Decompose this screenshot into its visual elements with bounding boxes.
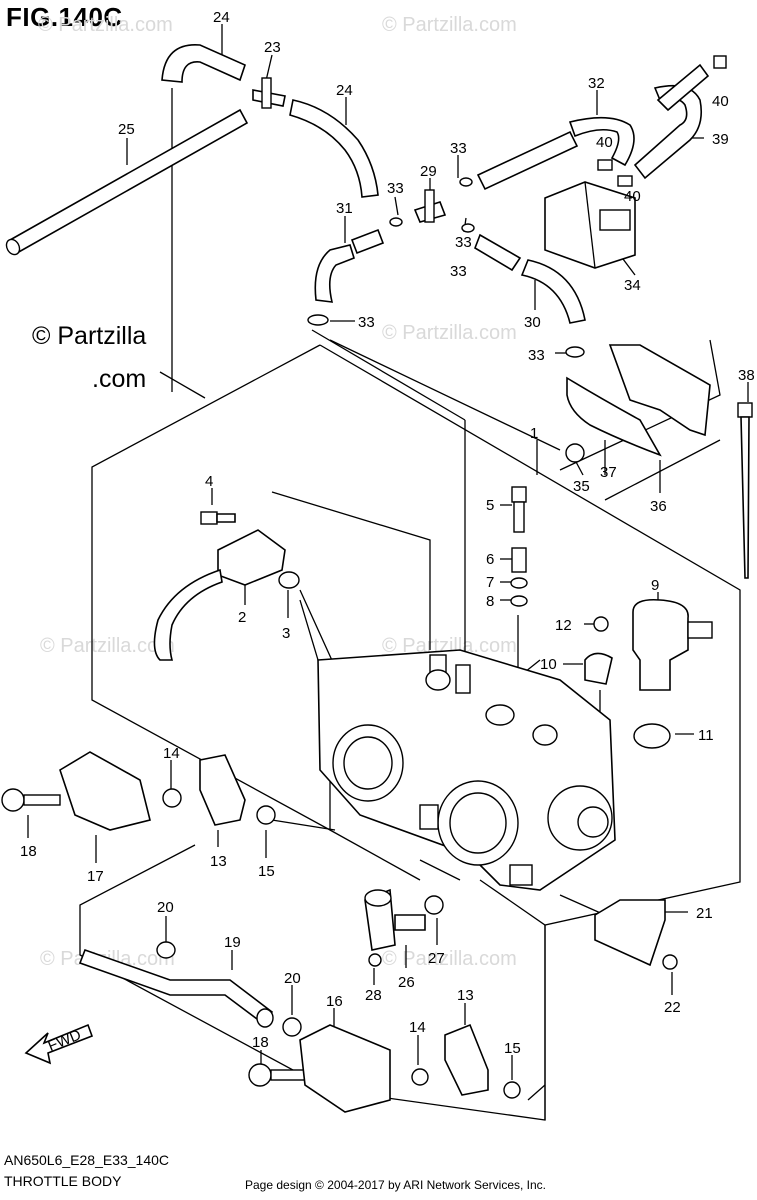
callout-number: 22 <box>664 999 681 1016</box>
callout-number: 9 <box>651 577 659 594</box>
watermark-faint: © Partzilla.com <box>382 322 517 344</box>
callout-number: 33 <box>358 314 375 331</box>
callout-number: 21 <box>696 905 713 922</box>
callout-number: 3 <box>282 625 290 642</box>
callout-number: 27 <box>428 950 445 967</box>
credit-line: Page design © 2004-2017 by ARI Network S… <box>245 1178 547 1192</box>
callout-number: 20 <box>284 970 301 987</box>
callout-number: 2 <box>238 609 246 626</box>
watermark-primary-suffix: .com <box>92 365 147 393</box>
watermark-faint: © Partzilla.com <box>40 635 175 657</box>
figure-title: FIG.140C <box>6 2 123 32</box>
callout-number: 23 <box>264 39 281 56</box>
callout-number: 13 <box>210 853 227 870</box>
callout-number: 14 <box>163 745 180 762</box>
callout-number: 13 <box>457 987 474 1004</box>
callout-number: 15 <box>504 1040 521 1057</box>
callout-number: 25 <box>118 121 135 138</box>
callout-number: 5 <box>486 497 494 514</box>
callout-number: 36 <box>650 498 667 515</box>
callout-number: 4 <box>205 473 213 490</box>
watermark-faint: © Partzilla.com <box>382 14 517 36</box>
callout-number: 35 <box>573 478 590 495</box>
callout-number: 32 <box>588 75 605 92</box>
callout-number: 40 <box>596 134 613 151</box>
throttle-body <box>317 649 616 891</box>
watermark-faint: © Partzilla.com <box>382 635 517 657</box>
callout-number: 18 <box>252 1034 269 1051</box>
fwd-arrow: FWD <box>24 1023 94 1065</box>
callout-number: 8 <box>486 593 494 610</box>
callout-number: 33 <box>387 180 404 197</box>
callout-number: 30 <box>524 314 541 331</box>
callout-number: 38 <box>738 367 755 384</box>
callout-number: 11 <box>698 727 714 744</box>
callout-number: 28 <box>365 987 382 1004</box>
callout-number: 24 <box>213 9 230 26</box>
callout-number: 29 <box>420 163 437 180</box>
callout-number: 7 <box>486 574 494 591</box>
callout-number: 17 <box>87 868 104 885</box>
callout-number: 26 <box>398 974 415 991</box>
watermark-faint: © Partzilla.com <box>38 14 173 36</box>
model-code: AN650L6_E28_E33_140C <box>4 1152 170 1168</box>
callout-number: 15 <box>258 863 275 880</box>
callout-number: 24 <box>336 82 353 99</box>
callout-number: 20 <box>157 899 174 916</box>
callout-number: 33 <box>455 234 472 251</box>
callout-number: 1 <box>530 425 538 442</box>
callout-number: 40 <box>624 188 641 205</box>
watermark-faint: © Partzilla.com <box>382 948 517 970</box>
callout-number: 40 <box>712 93 729 110</box>
callout-number: 10 <box>540 656 557 673</box>
sensors <box>1 486 713 1113</box>
callout-number: 33 <box>528 347 545 364</box>
callout-number: 6 <box>486 551 494 568</box>
callout-number: 18 <box>20 843 37 860</box>
callout-number: 34 <box>624 277 641 294</box>
fwd-label: FWD <box>46 1026 84 1055</box>
callout-number: 12 <box>555 617 572 634</box>
callout-number: 16 <box>326 993 343 1010</box>
callout-number: 19 <box>224 934 241 951</box>
callout-number: 31 <box>336 200 353 217</box>
watermark-primary: © Partzilla <box>32 322 147 350</box>
callout-number: 37 <box>600 464 617 481</box>
hoses <box>5 44 753 579</box>
callout-number: 14 <box>409 1019 426 1036</box>
callout-number: 33 <box>450 263 467 280</box>
section-name: THROTTLE BODY <box>4 1173 122 1189</box>
callout-number: 33 <box>450 140 467 157</box>
callout-number: 39 <box>712 131 729 148</box>
